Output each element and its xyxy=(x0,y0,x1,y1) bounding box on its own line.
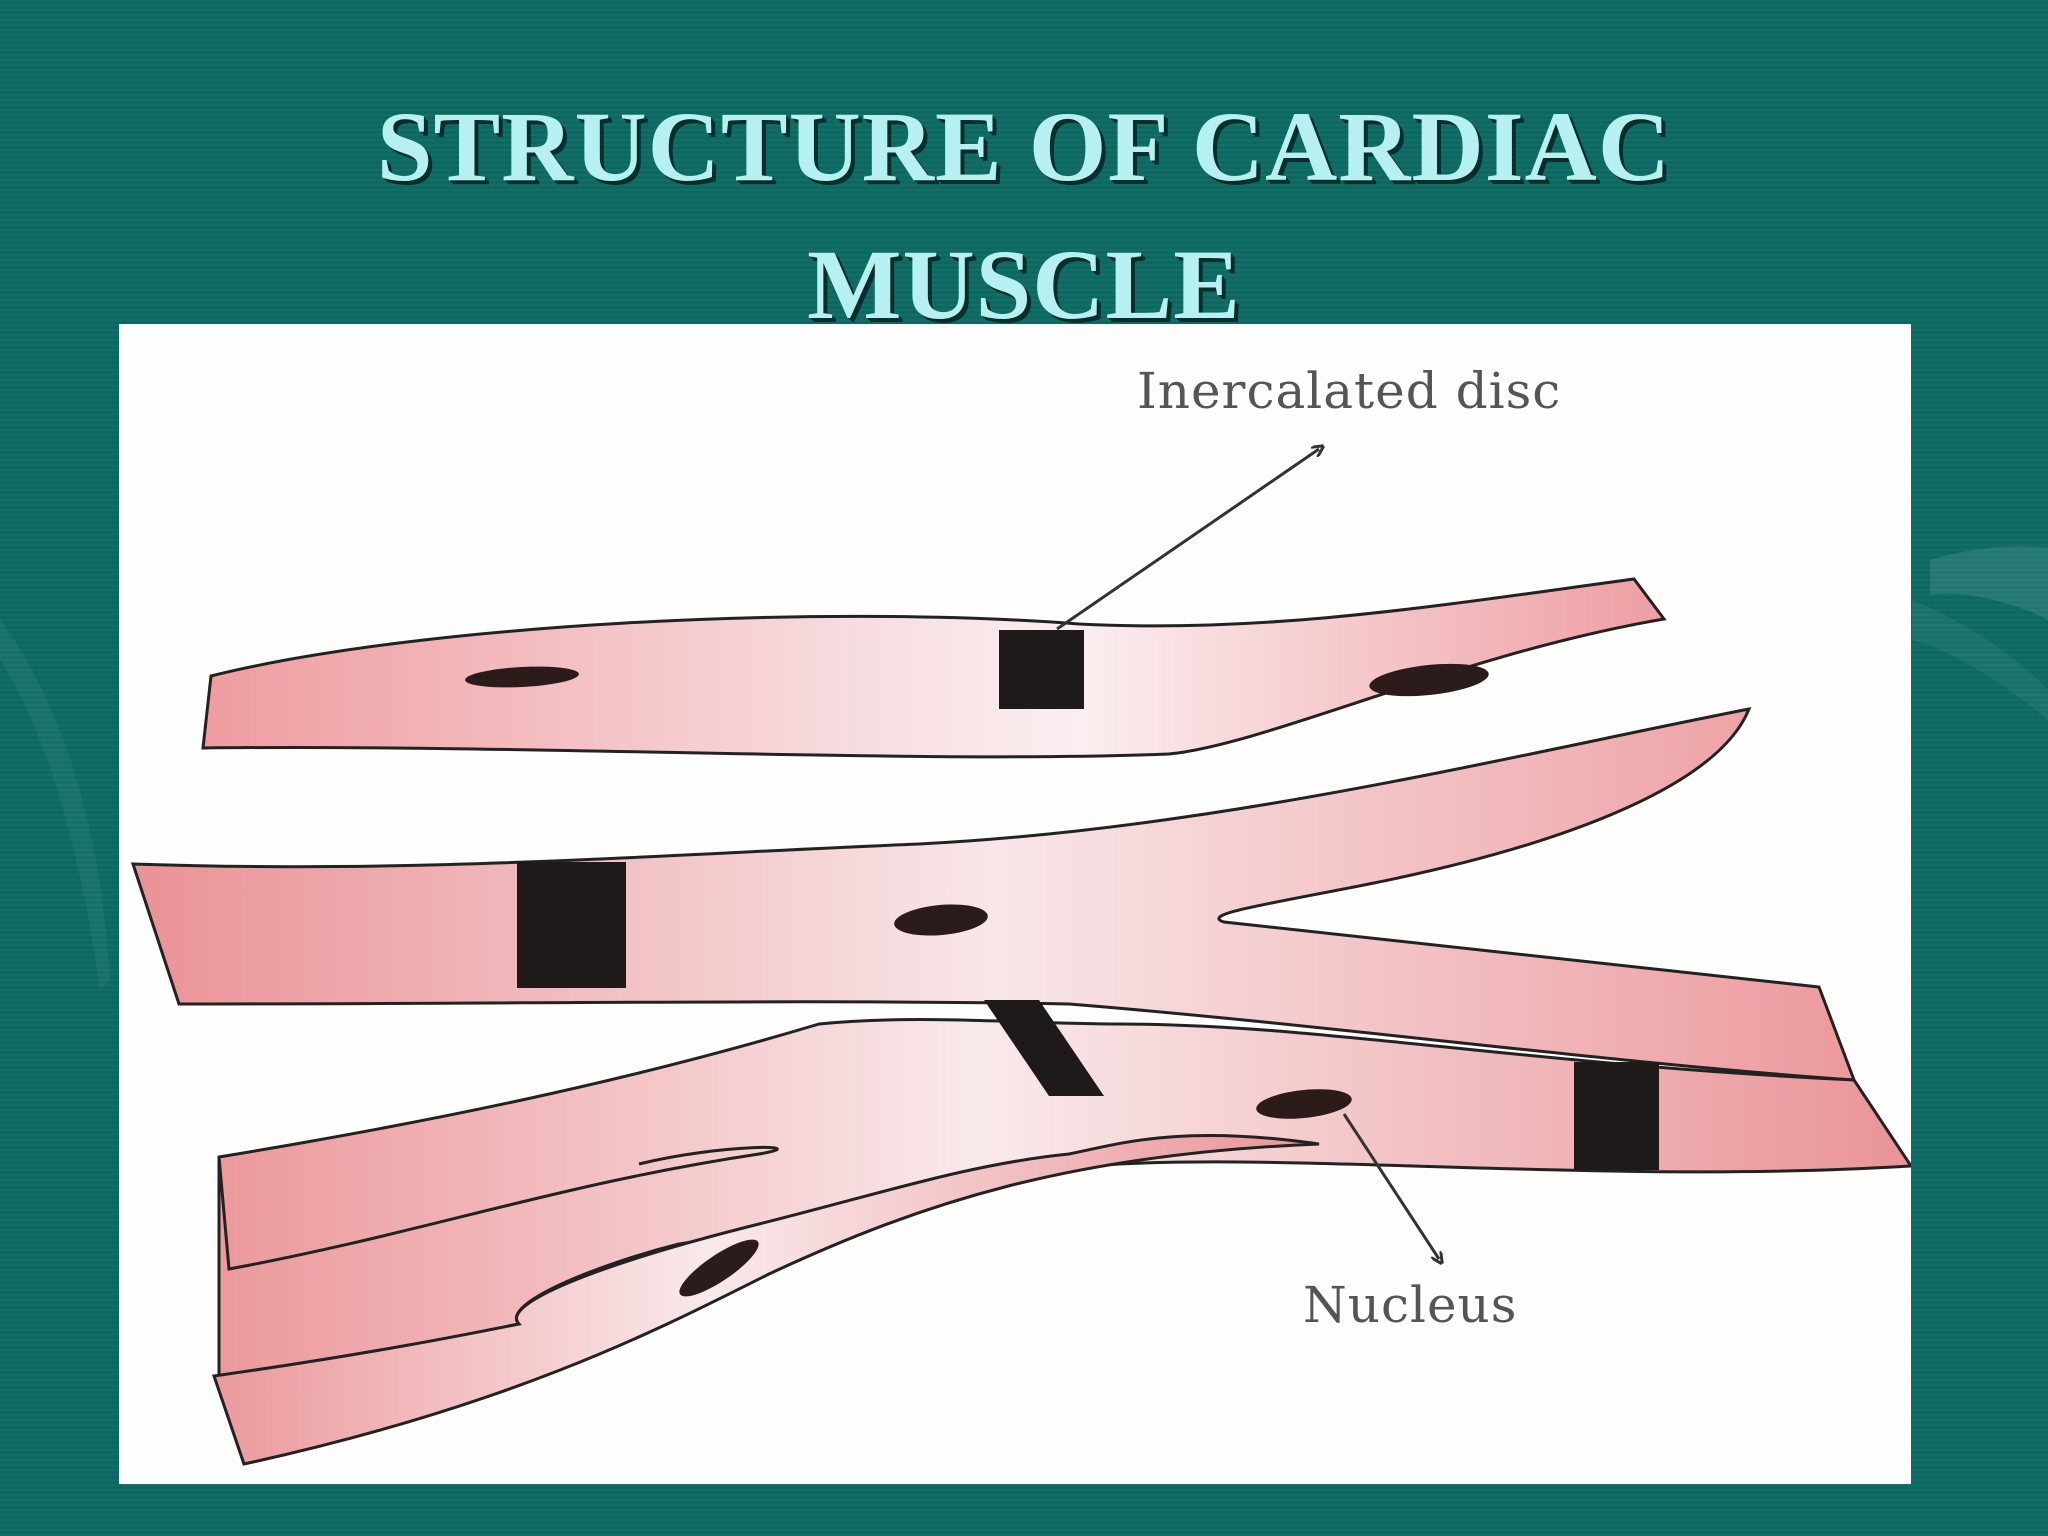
nucleus-bottom xyxy=(679,1239,759,1297)
intercalated-disc-top xyxy=(999,630,1084,709)
nucleus-pointer xyxy=(1342,1113,1439,1259)
intercalated-disc-diagonal xyxy=(984,1000,1104,1096)
slide-title: STRUCTURE OF CARDIAC MUSCLE xyxy=(0,78,2048,354)
cardiac-muscle-illustration xyxy=(130,324,1911,1466)
nucleus-top-right xyxy=(1369,663,1489,697)
nucleus-top-left xyxy=(465,666,579,688)
title-line-1: STRUCTURE OF CARDIAC xyxy=(376,91,1672,202)
nucleus-middle xyxy=(894,904,988,936)
intercalated-disc-middle xyxy=(517,862,626,988)
muscle-fiber-top xyxy=(201,577,1667,759)
title-line-2: MUSCLE xyxy=(807,229,1241,340)
intercalated-disc-pointer xyxy=(1056,449,1319,631)
nucleus-lower-right xyxy=(1256,1089,1352,1119)
cardiac-muscle-diagram: Inercalated disc Nucleus xyxy=(119,324,1911,1484)
intercalated-disc-label: Inercalated disc xyxy=(1137,362,1562,420)
muscle-fiber-bottom-branch xyxy=(211,1133,1320,1466)
nucleus-label: Nucleus xyxy=(1303,1276,1518,1334)
intercalated-disc-right xyxy=(1574,1062,1659,1170)
